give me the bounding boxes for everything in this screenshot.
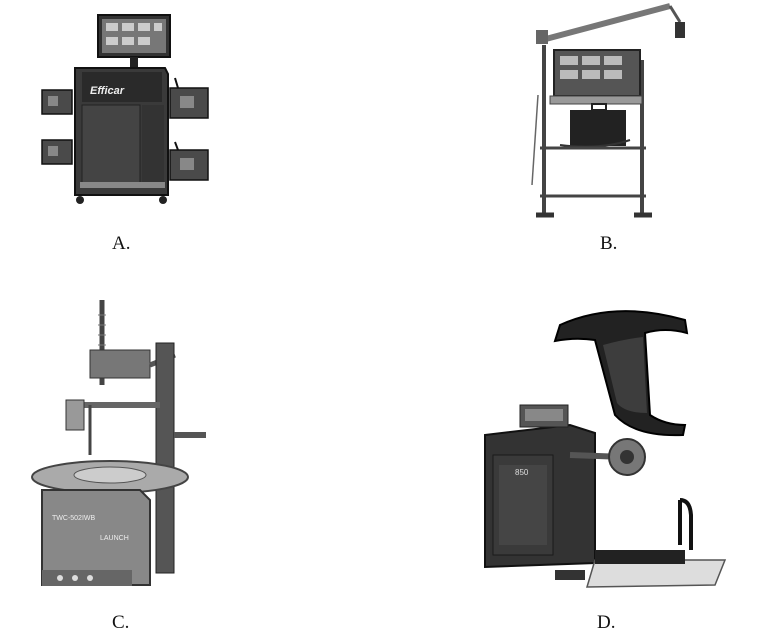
option-b-label: B. [600, 233, 618, 254]
tire-changer-illustration: TWC-502IWB LAUNCH [31, 300, 206, 586]
option-d[interactable]: 850 [475, 305, 740, 605]
option-c-label: C. [112, 612, 130, 633]
option-b[interactable] [520, 0, 720, 250]
option-c[interactable]: TWC-502IWB LAUNCH [30, 295, 230, 615]
option-a[interactable]: Efficar [30, 10, 230, 260]
option-d-label: D. [597, 612, 616, 633]
option-a-label: A. [112, 233, 131, 254]
changer-model-text: TWC-502IWB [52, 515, 96, 522]
changer-brand-text: LAUNCH [100, 535, 129, 542]
wheel-balancer-illustration: 850 [484, 310, 727, 588]
balancer-model-text: 850 [515, 468, 529, 477]
wheel-aligner-illustration: Efficar [41, 14, 209, 204]
cart-tester-illustration [531, 3, 685, 218]
aligner-brand-text: Efficar [90, 85, 125, 97]
